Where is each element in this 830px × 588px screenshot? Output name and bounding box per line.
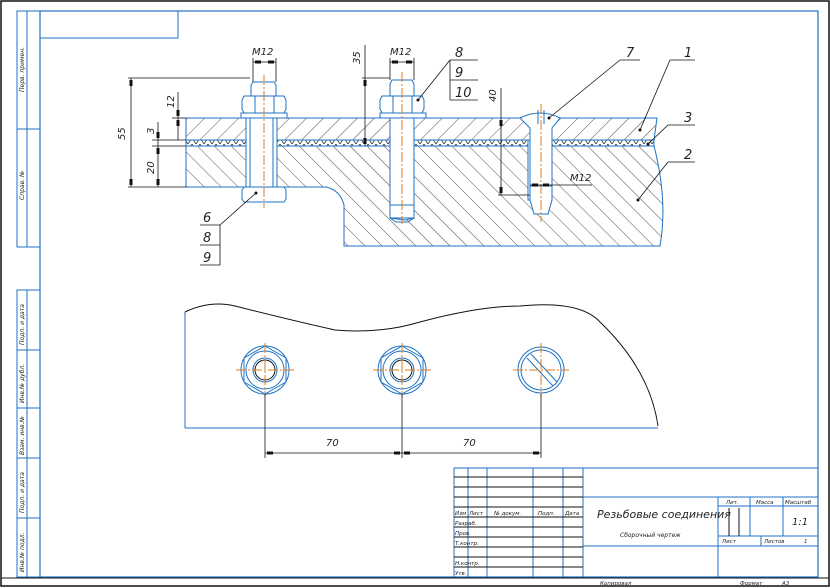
tb-header-list: Лист <box>468 511 484 517</box>
side-stamp-label: Подп. и дата <box>19 472 26 513</box>
tb-header-sign: Подп. <box>538 511 555 517</box>
callout-stud-9: 9 <box>455 66 463 81</box>
tb-role: Пров. <box>455 531 471 537</box>
tb-header-izm: Изм <box>455 511 466 517</box>
tb-format-value: А3 <box>781 581 790 587</box>
dim-thread-bolt: M12 <box>252 47 273 58</box>
tb-sheet-label: Лист <box>721 539 737 545</box>
callout-bolt-6: 6 <box>203 211 211 226</box>
tb-format-label: Формат <box>740 581 763 587</box>
side-stamp-label: Перв. примен. <box>19 47 26 92</box>
callout-gasket: 3 <box>684 111 692 126</box>
plan-view <box>184 303 659 458</box>
tb-title: Резьбовые соединения <box>597 508 731 521</box>
tb-role: Утв. <box>455 571 467 577</box>
dim-thread-stud: M12 <box>390 47 411 58</box>
dimension-arrows <box>129 60 549 193</box>
tb-header-doc: № докум. <box>493 511 521 517</box>
callout-screw: 7 <box>626 46 635 61</box>
dim-stud-depth: 35 <box>352 51 363 64</box>
dim-spacing-2: 70 <box>463 438 476 449</box>
dim-spacing-1: 70 <box>326 438 339 449</box>
side-stamp-label: Инв.№ подл. <box>19 532 26 572</box>
dim-bottom-part: 20 <box>146 161 157 174</box>
tb-copied-label: Копировал <box>600 581 632 587</box>
top-left-stamp <box>39 10 179 39</box>
dim-screw-depth: 40 <box>488 89 499 102</box>
callout-stud-8: 8 <box>455 46 463 61</box>
side-stamp-label: Подп. и дата <box>19 304 26 345</box>
dim-total-height: 55 <box>117 127 128 140</box>
tb-scale-value: 1:1 <box>792 517 808 528</box>
section-view <box>185 72 664 247</box>
callout-base: 2 <box>684 148 692 163</box>
callout-top-plate: 1 <box>684 46 692 61</box>
callout-leaders <box>200 59 695 266</box>
tb-header-date: Дата <box>564 511 580 517</box>
tb-sheets-label: Листов <box>763 539 785 545</box>
side-stamp-label: Взам. инв.№ <box>19 416 26 455</box>
dim-thread-screw: M12 <box>570 173 591 184</box>
tb-sheets-value: 1 <box>804 539 808 545</box>
callout-bolt-8: 8 <box>203 231 211 246</box>
tb-role: Разраб. <box>455 521 477 527</box>
tb-role: Н.контр. <box>455 561 480 567</box>
tb-subtitle: Сборочный чертеж <box>620 532 681 539</box>
tb-lit-label: Лит. <box>725 500 739 506</box>
callout-stud-10: 10 <box>455 86 472 101</box>
tb-role: Т.контр. <box>455 541 479 547</box>
side-stamp-label: Инв.№ дубл. <box>19 364 26 403</box>
callout-bolt-9: 9 <box>203 251 211 266</box>
tb-mass-label: Масса <box>756 500 774 506</box>
drawing-frame <box>39 10 819 578</box>
title-block <box>453 467 819 578</box>
dim-gasket: 3 <box>146 128 157 134</box>
tb-scale-label: Масштаб <box>785 500 812 506</box>
dim-top-plate: 12 <box>166 95 177 108</box>
dimensions <box>128 45 592 196</box>
side-stamp <box>16 10 41 578</box>
side-stamp-label: Справ. № <box>19 171 26 200</box>
